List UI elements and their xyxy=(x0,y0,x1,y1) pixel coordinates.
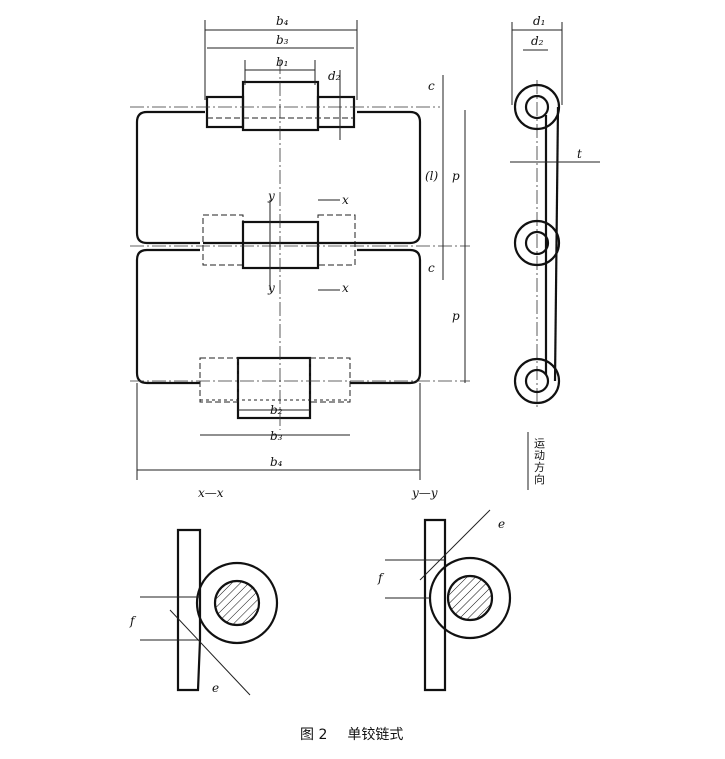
label-y-bot: y xyxy=(267,281,275,295)
label-p-top: p xyxy=(452,169,460,183)
label-d2-side: d₂ xyxy=(531,34,544,48)
label-x-x: x—x xyxy=(198,486,224,500)
label-d1: d₁ xyxy=(533,14,546,28)
label-b3-top: b₃ xyxy=(276,33,289,47)
label-p-bottom: p xyxy=(452,309,460,323)
label-b1: b₁ xyxy=(276,55,289,69)
label-y-top: y xyxy=(267,189,275,203)
label-f-left: f xyxy=(129,614,137,628)
label-c-mid: c xyxy=(428,261,435,275)
section-x-x xyxy=(140,528,279,696)
figure-title: 单铰链式 xyxy=(347,727,404,743)
upper-plate xyxy=(135,110,422,245)
label-f-right: f xyxy=(377,571,385,585)
label-d2-front: d₂ xyxy=(328,69,341,83)
label-e-right: e xyxy=(498,517,505,531)
motion-direction-label: 运动方向 xyxy=(534,437,545,486)
bottom-knuckles xyxy=(130,356,470,420)
label-e-left: e xyxy=(212,681,219,695)
label-c-top: c xyxy=(428,79,435,93)
top-knuckles xyxy=(130,80,440,132)
label-b4-top: b₄ xyxy=(276,14,289,28)
label-y-y: y—y xyxy=(411,486,438,500)
section-y-y xyxy=(385,509,512,692)
figure-number: 图 2 xyxy=(300,727,328,743)
label-b4-bottom: b₄ xyxy=(270,455,283,469)
side-view xyxy=(510,22,600,490)
label-x-bot: x xyxy=(342,281,349,295)
label-l: (l) xyxy=(425,169,439,183)
lower-plate xyxy=(135,248,422,385)
label-x-top: x xyxy=(342,193,349,207)
label-b3-bottom: b₃ xyxy=(270,429,283,443)
figure-caption: 图 2 单铰链式 xyxy=(300,724,423,744)
label-b2: b₂ xyxy=(270,403,283,417)
label-t: t xyxy=(577,147,582,161)
